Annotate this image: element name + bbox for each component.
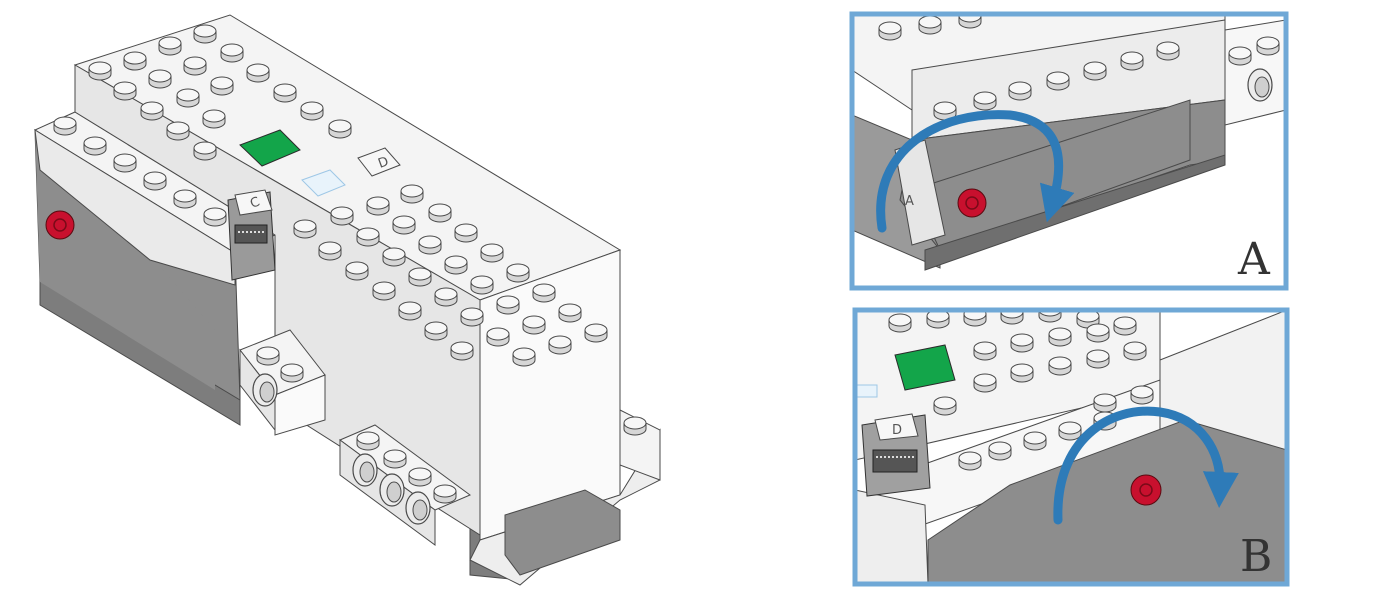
panel-a: A A — [849, 11, 1289, 291]
left-button-icon — [45, 210, 75, 240]
panel-b: D B — [852, 307, 1290, 587]
svg-text:D: D — [892, 423, 902, 438]
panel-b-rotate-arrow-icon — [1053, 406, 1239, 525]
panel-a-rotate-arrow-icon — [876, 110, 1075, 233]
status-led-icon — [239, 129, 301, 167]
panel-b-label: B — [1240, 531, 1272, 582]
svg-text:A: A — [905, 194, 914, 209]
panel-a-label: A — [1237, 234, 1271, 285]
small-connector-block — [239, 329, 326, 436]
port-c-connector: C — [227, 189, 276, 281]
port-d-marker: D — [357, 147, 401, 177]
panel-b-led-icon — [894, 344, 956, 391]
hub-main-view: D C — [33, 14, 661, 586]
panel-b-button-icon — [1130, 474, 1162, 506]
panel-a-button-icon — [957, 188, 987, 218]
large-connector-block — [339, 424, 471, 546]
panel-b-border — [852, 307, 1290, 587]
panel-b-port-connector: D — [861, 413, 931, 497]
panel-a-border — [849, 11, 1289, 291]
svg-text:D: D — [376, 154, 391, 172]
